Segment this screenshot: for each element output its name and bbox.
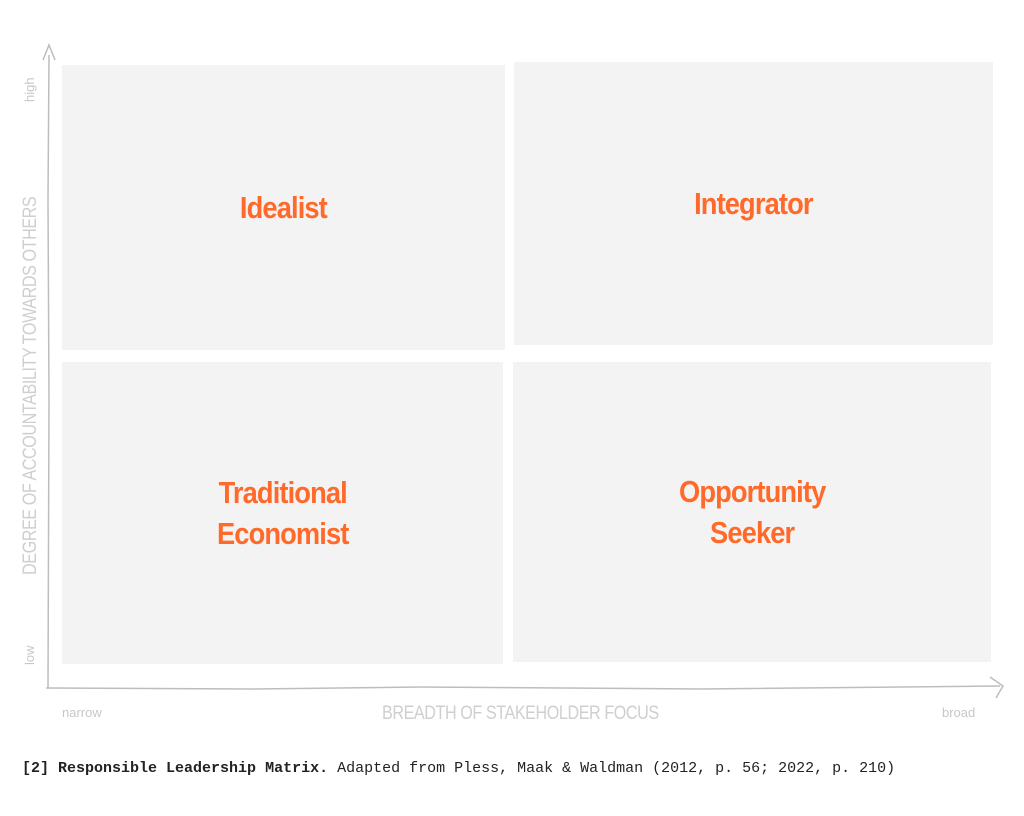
quadrant-opportunity-seeker: Opportunity Seeker — [513, 362, 991, 662]
caption-text: Adapted from Pless, Maak & Waldman (2012… — [337, 760, 896, 777]
caption-number: [2] — [22, 760, 50, 777]
y-axis-line — [47, 54, 50, 689]
x-axis-arrow-icon — [989, 676, 1004, 699]
quadrant-idealist: Idealist — [62, 65, 505, 350]
quadrant-label: Idealist — [240, 190, 328, 225]
quadrant-integrator: Integrator — [514, 62, 993, 345]
y-axis-low-label: low — [22, 645, 37, 665]
quadrant-label: Opportunity Seeker — [678, 474, 826, 550]
caption-title: Responsible Leadership Matrix. — [58, 760, 329, 777]
y-axis-high-label: high — [22, 77, 37, 102]
quadrant-traditional-economist: Traditional Economist — [62, 362, 503, 664]
quadrant-label: Integrator — [694, 186, 813, 221]
quadrant-label: Traditional Economist — [216, 475, 349, 551]
x-axis-title: BREADTH OF STAKEHOLDER FOCUS — [382, 703, 659, 724]
y-axis-arrow-icon — [42, 42, 56, 61]
x-axis-line — [45, 685, 1001, 690]
x-axis-high-label: broad — [942, 705, 976, 720]
x-axis-low-label: narrow — [62, 705, 102, 720]
figure-caption: [2] Responsible Leadership Matrix. Adapt… — [22, 760, 895, 777]
y-axis-title: DEGREE OF ACCOUNTABILITY TOWARDS OTHERS — [20, 196, 41, 575]
